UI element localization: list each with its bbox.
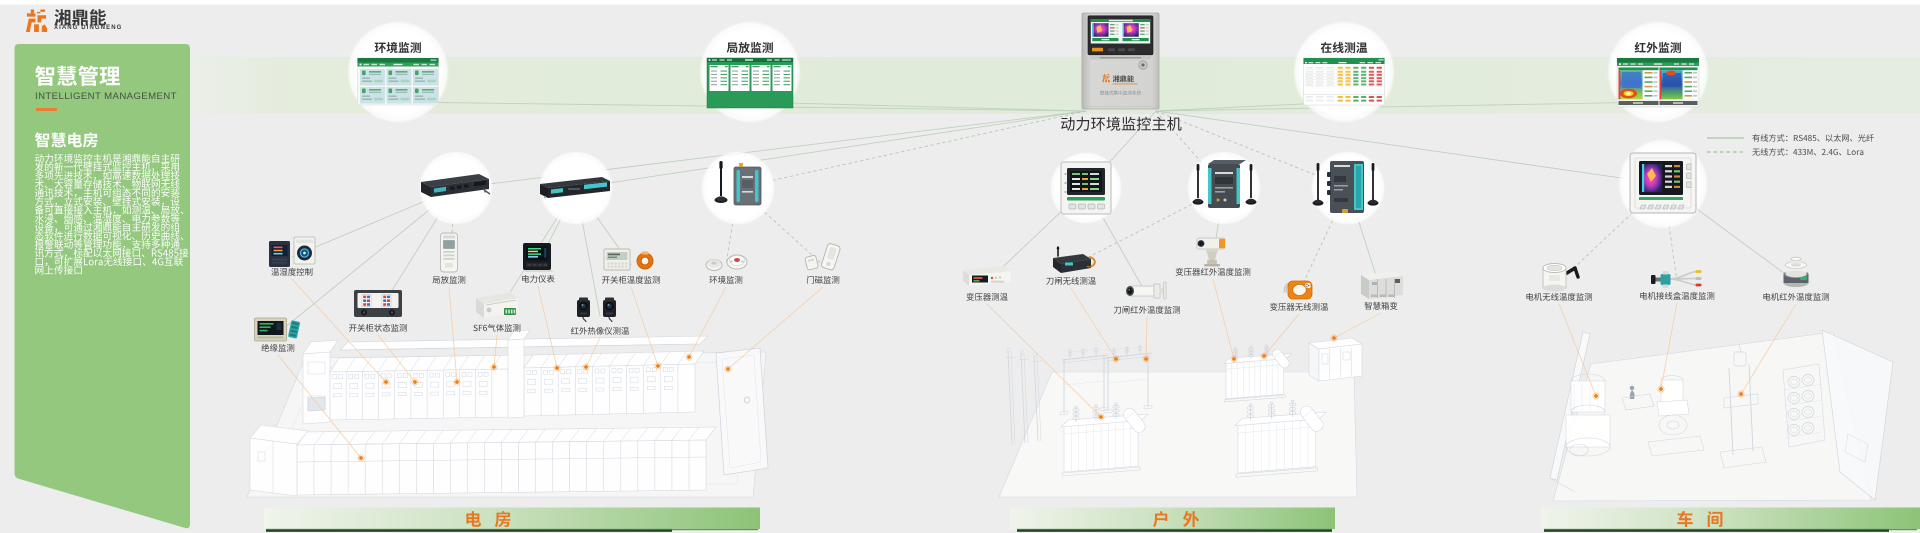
motor-junction-box-sensor-icon <box>1651 270 1702 288</box>
device-label <box>522 274 555 283</box>
sidebar-section-title <box>34 132 98 148</box>
transformer-thermometer-icon <box>963 266 1011 286</box>
company-logo-icon <box>25 9 48 32</box>
node-label <box>726 41 773 54</box>
sidebar-subtitle: INTELLIGENT MANAGEMENT <box>35 91 177 102</box>
device-label <box>806 275 840 284</box>
device-label <box>570 326 630 335</box>
transformer-wireless-ring-sensor-icon <box>1283 280 1313 300</box>
device-label <box>966 292 1008 301</box>
smart-box-transformer-icon <box>1361 271 1403 299</box>
node-label <box>1320 41 1368 54</box>
motor-wireless-sensor-icon <box>1542 263 1580 292</box>
infrared-dashboard-thumbnail <box>1616 57 1700 108</box>
device-label <box>349 323 407 332</box>
power-meter-icon <box>523 243 554 272</box>
logo-name <box>54 9 107 26</box>
device-label <box>1046 276 1096 285</box>
knife-switch-ir-camera-icon <box>1126 281 1167 300</box>
insulation-monitor-icon <box>254 317 301 342</box>
outdoor-yard-drawing <box>998 337 1363 498</box>
device-label <box>1640 291 1715 300</box>
logo-name-en: XIANG DINGNENG <box>54 24 123 31</box>
wireless-receiver-a-icon <box>1192 160 1257 208</box>
device-label <box>1175 267 1251 276</box>
legend-line-samples <box>1707 137 1744 153</box>
cabinet-temperature-monitor-icon <box>603 248 654 271</box>
node-label <box>1634 41 1681 54</box>
monitoring-host-cabinet <box>1081 12 1160 110</box>
device-label <box>1526 292 1593 301</box>
device-label <box>709 275 743 284</box>
sensor-location-markers <box>277 278 1797 462</box>
device-label <box>473 323 521 332</box>
zone-banner-label <box>466 511 511 528</box>
top-white-strip <box>0 0 1920 5</box>
device-label <box>1364 301 1398 310</box>
wireless-receiver-b-icon <box>1312 161 1379 213</box>
sidebar-description <box>34 153 189 275</box>
motor-ir-sensor-icon <box>1783 256 1809 287</box>
device-label <box>1113 305 1181 314</box>
zone-banner-label <box>1152 510 1200 528</box>
sidebar-title <box>35 65 120 86</box>
wireless-gateway-icon <box>714 161 762 206</box>
environment-sensor-icon <box>705 254 748 271</box>
knife-switch-wireless-sensor-icon <box>1053 246 1096 273</box>
transformer-ir-ptz-camera-icon <box>1196 237 1226 267</box>
data-collector-meter-icon <box>1060 161 1112 215</box>
monitoring-server-2-icon <box>540 177 610 199</box>
infrared-display-terminal-icon <box>1629 152 1697 214</box>
temp-humidity-controller-icon <box>269 236 316 267</box>
zone-banner-label <box>1677 510 1723 528</box>
infrared-thermal-camera-icon <box>577 297 616 323</box>
legend-wireless-label <box>1752 148 1864 156</box>
host-brand <box>1112 75 1134 83</box>
zone-banners <box>264 507 1920 532</box>
node-label <box>374 41 421 54</box>
device-label <box>1763 292 1830 301</box>
partial-discharge-monitor-icon <box>440 232 458 273</box>
workshop-drawing <box>1549 329 1894 502</box>
host-label <box>1061 116 1182 131</box>
monitoring-server-1-icon <box>421 174 491 197</box>
online-temperature-dashboard-thumbnail <box>1303 57 1385 106</box>
device-label <box>432 275 466 284</box>
device-label <box>602 275 660 284</box>
host-caption <box>1099 90 1142 95</box>
device-label <box>1270 302 1329 311</box>
power-room-drawing <box>246 329 769 498</box>
cabinet-state-monitor-icon <box>354 290 402 317</box>
device-label <box>261 343 295 352</box>
door-magnet-sensor-icon <box>804 243 841 271</box>
sf6-gas-monitor-icon <box>476 292 518 318</box>
environment-dashboard-thumbnail <box>357 57 439 106</box>
device-label <box>271 267 313 276</box>
partial-discharge-dashboard-thumbnail <box>706 57 794 109</box>
legend-wired-label <box>1752 134 1874 142</box>
